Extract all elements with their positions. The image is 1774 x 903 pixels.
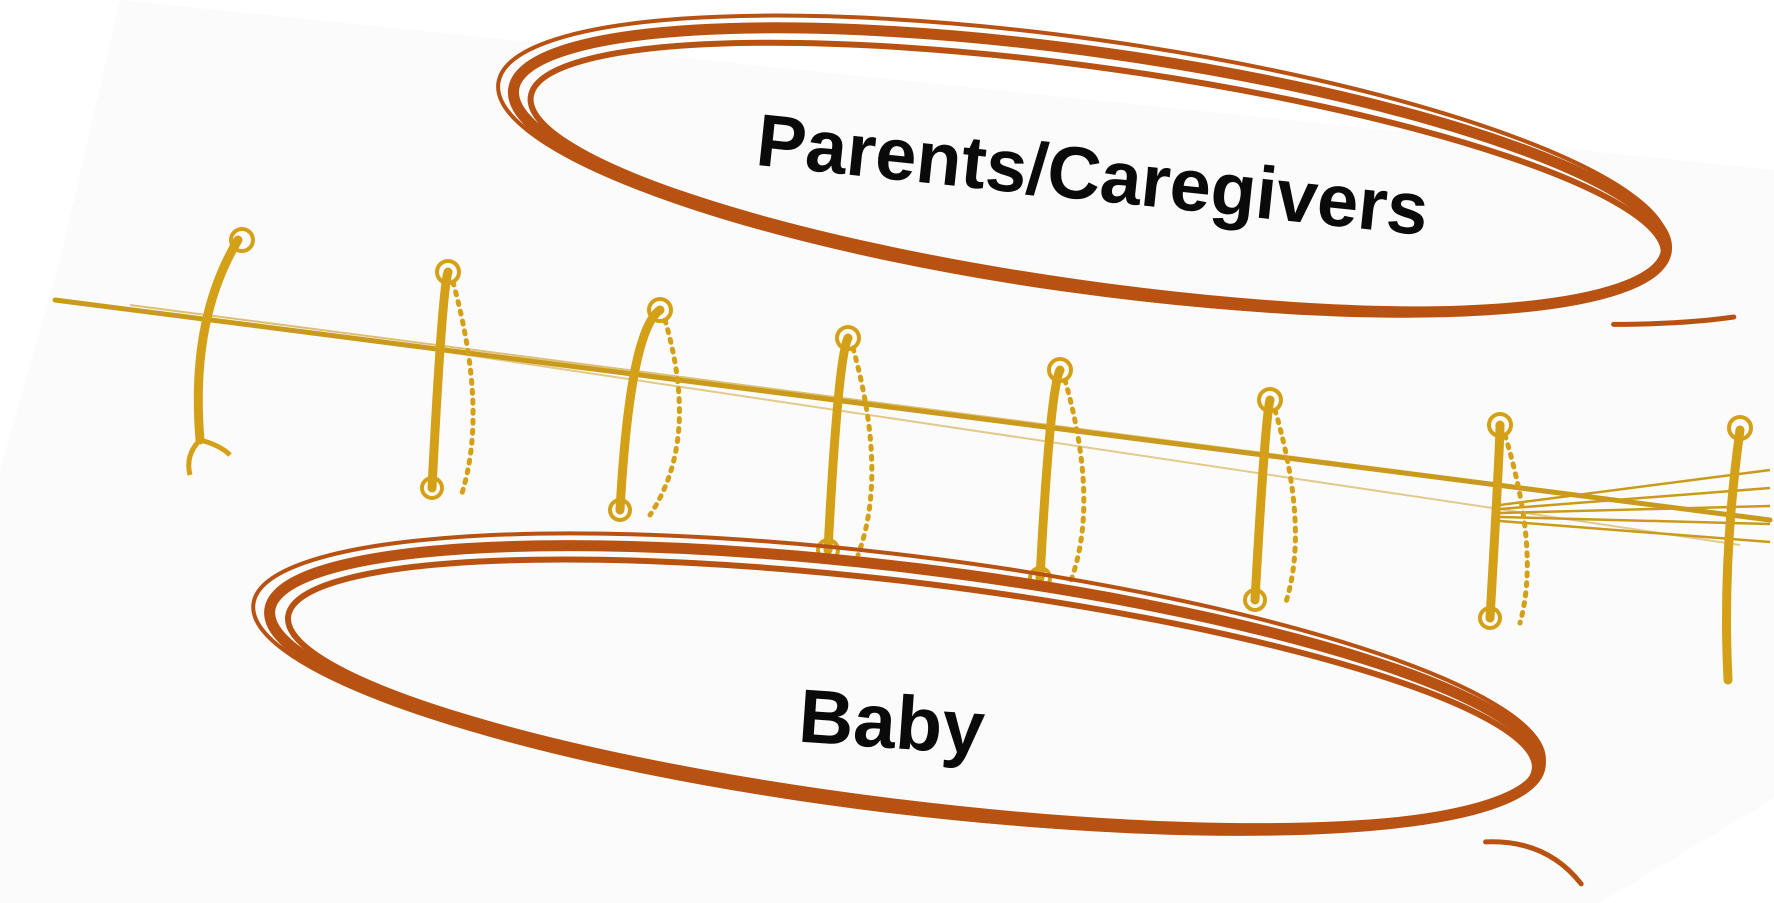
baby-label: Baby	[796, 674, 987, 772]
